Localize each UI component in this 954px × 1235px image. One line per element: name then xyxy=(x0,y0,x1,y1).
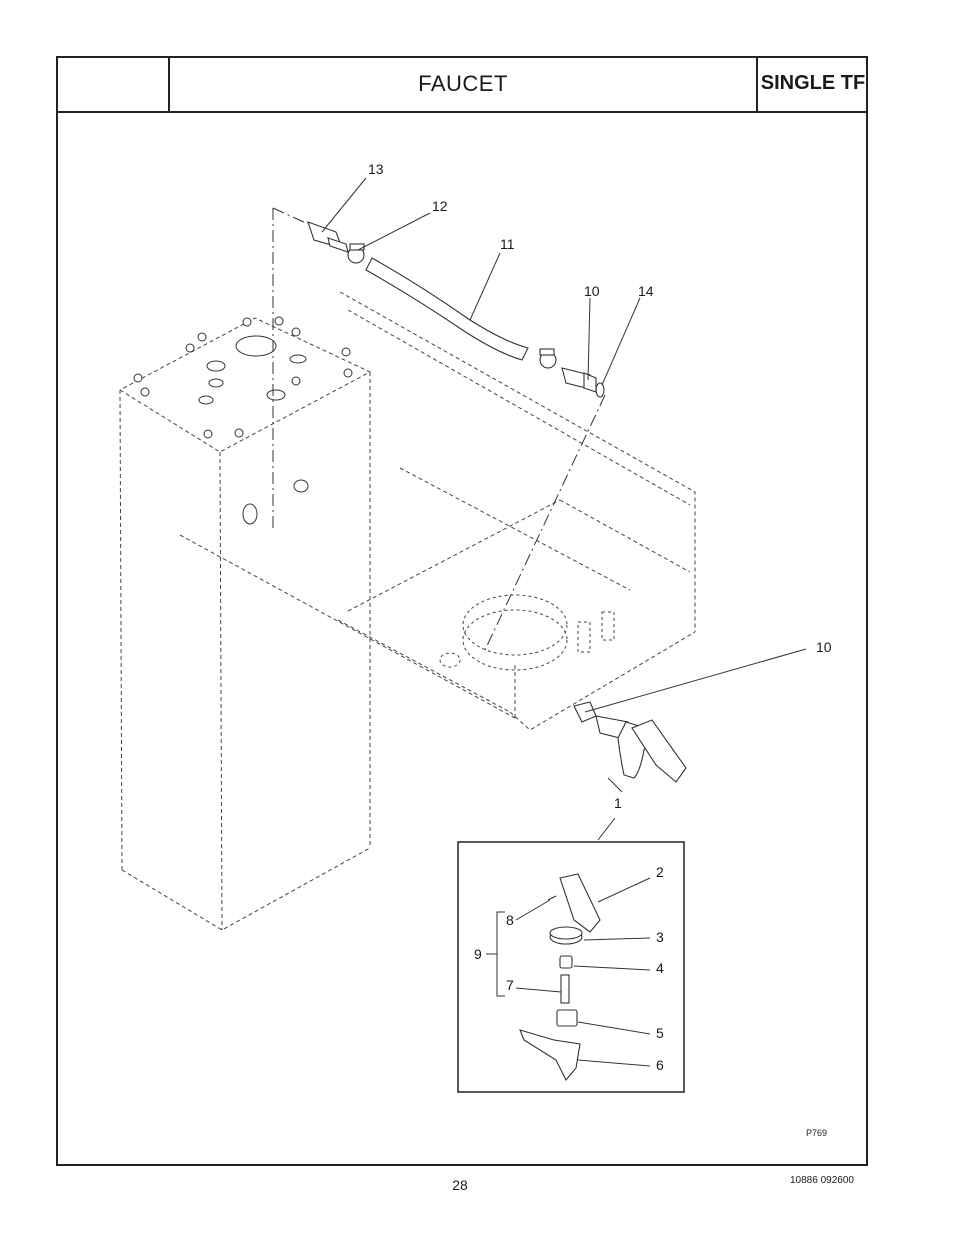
callout-16: 14 xyxy=(638,283,654,299)
drawing-reference: P769 xyxy=(806,1128,828,1138)
callout-11: 10 xyxy=(584,283,600,299)
assembly-centerlines xyxy=(272,207,606,651)
callout-10: 10 xyxy=(816,639,832,655)
callout-12: 11 xyxy=(500,236,515,252)
callout-9: 9 xyxy=(474,946,482,962)
callout-7: 7 xyxy=(506,977,514,993)
callout-5: 5 xyxy=(656,1025,664,1041)
bracket-9 xyxy=(486,911,505,997)
faucet-assembly xyxy=(573,701,687,783)
tank-housing xyxy=(179,291,696,731)
callout-1: 1 xyxy=(614,795,622,811)
leader-lines xyxy=(321,177,807,1067)
hose-clamp-and-fitting-11 xyxy=(539,348,597,393)
callout-8: 8 xyxy=(506,912,514,928)
callout-13: 12 xyxy=(432,198,448,214)
hose-12 xyxy=(365,257,529,361)
page-frame xyxy=(56,56,868,1166)
tower-top-fittings xyxy=(133,316,353,525)
page-number: 28 xyxy=(452,1177,468,1193)
model-label: SINGLE TF xyxy=(756,56,868,113)
page-title: FAUCET xyxy=(168,56,758,113)
callout-3: 3 xyxy=(656,929,664,945)
hose-barb-fitting-14 xyxy=(307,221,349,253)
cabinet-tower xyxy=(119,317,372,931)
exploded-parts xyxy=(519,873,601,1081)
hose-clamp-13 xyxy=(347,243,365,264)
tank-details xyxy=(439,594,615,671)
document-code: 10886 092600 xyxy=(790,1175,854,1186)
callout-4: 4 xyxy=(656,960,664,976)
o-ring-16 xyxy=(595,382,605,398)
callout-14: 13 xyxy=(368,161,384,177)
header-blank-cell xyxy=(56,56,170,113)
callout-6: 6 xyxy=(656,1057,664,1073)
callout-2: 2 xyxy=(656,864,664,880)
exploded-view-box xyxy=(457,841,685,1093)
